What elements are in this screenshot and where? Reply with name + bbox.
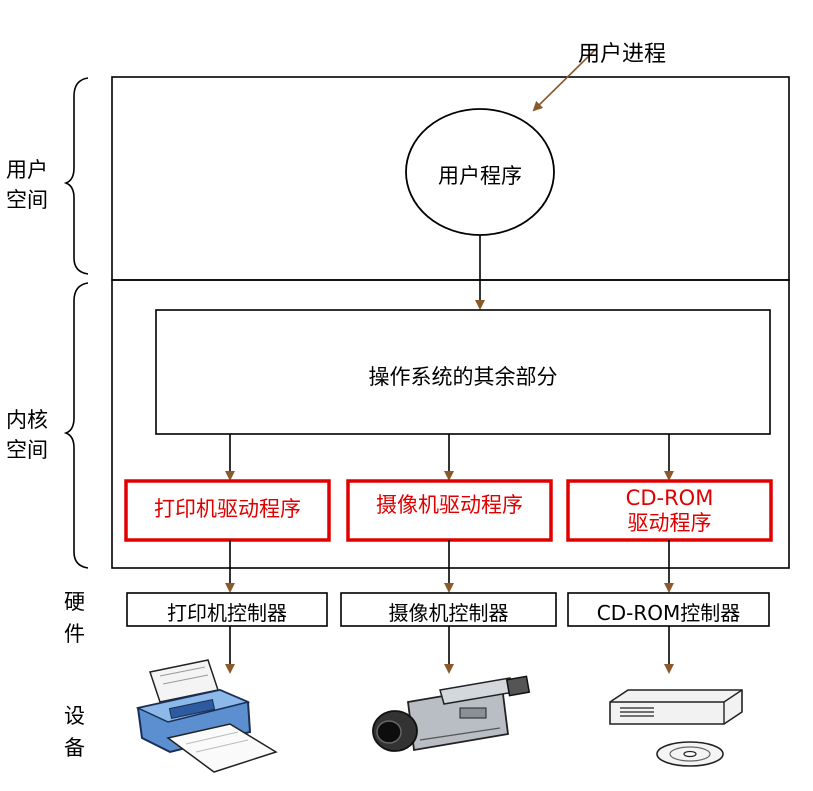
os-rest-label: 操作系统的其余部分: [368, 365, 558, 389]
kernel-space-label-line1: 内核: [6, 408, 48, 432]
user-process-label: 用户进程: [578, 42, 667, 67]
user-space-label-line1: 用户: [6, 158, 48, 182]
cdrom-driver-label-line1: CD-ROM: [625, 486, 714, 510]
kernel-space-brace: [63, 282, 89, 569]
cdrom-drive-icon: [609, 689, 743, 767]
cdrom-driver-box: [566, 479, 773, 542]
hardware-label-line2: 件: [64, 622, 85, 646]
os-rest-box: [155, 309, 771, 435]
cdrom-controller-label: CD-ROM控制器: [596, 601, 741, 625]
camcorder-icon: [372, 675, 531, 752]
cdrom-controller-box: [567, 592, 770, 627]
user-program-label: 用户程序: [438, 164, 522, 188]
printer-driver-label: 打印机驱动程序: [154, 497, 301, 521]
printer-controller-box: [126, 592, 328, 627]
user-process-arrow: [532, 47, 598, 112]
kernel-space-box: [111, 279, 790, 569]
camera-controller-box: [340, 592, 557, 627]
cdrom-driver-label-line2: 驱动程序: [627, 511, 712, 535]
camera-driver-box: [346, 479, 553, 542]
user-space-brace: [63, 77, 89, 275]
devices-label-line2: 备: [64, 736, 85, 760]
printer-driver-box: [124, 479, 331, 542]
hardware-label-line1: 硬: [64, 590, 85, 614]
camera-controller-label: 摄像机控制器: [388, 601, 509, 625]
printer-controller-label: 打印机控制器: [167, 601, 287, 625]
printer-icon: [135, 659, 278, 773]
devices-label-line1: 设: [64, 704, 85, 728]
user-space-label-line2: 空间: [6, 188, 48, 212]
kernel-space-label-line2: 空间: [6, 438, 48, 462]
camera-driver-label: 摄像机驱动程序: [376, 493, 523, 517]
